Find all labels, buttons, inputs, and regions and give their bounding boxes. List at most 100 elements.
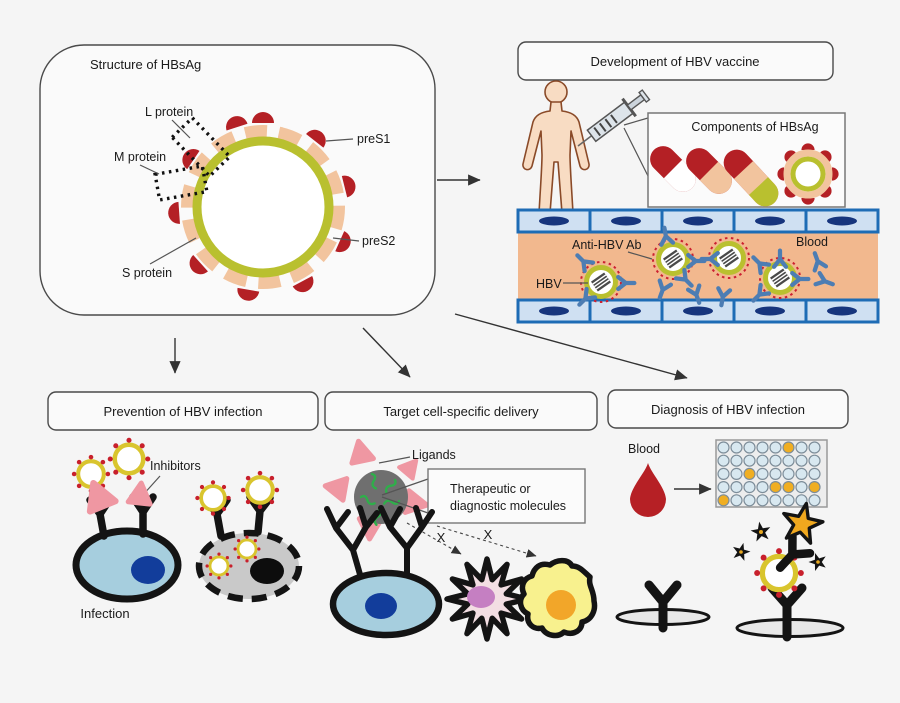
well bbox=[782, 481, 795, 494]
detection-antibody bbox=[775, 532, 815, 572]
blocked-x-1: X bbox=[437, 530, 446, 545]
well bbox=[769, 441, 782, 454]
cell-nucleus bbox=[546, 590, 576, 620]
well bbox=[769, 481, 782, 494]
hbsag-particle bbox=[167, 112, 358, 303]
panel-structure-of-hbsag: Structure of HBsAg L protein bbox=[39, 44, 436, 316]
l-protein-pointer bbox=[171, 119, 191, 139]
well bbox=[756, 481, 769, 494]
well bbox=[808, 494, 821, 507]
positive-capture-assay bbox=[730, 497, 845, 642]
well bbox=[743, 454, 756, 467]
l-protein-label: L protein bbox=[145, 105, 193, 119]
panel-target-cell-specific-delivery: Target cell-specific delivery Ligands Th… bbox=[323, 391, 598, 642]
well bbox=[743, 467, 756, 480]
anti-hbv-pointer bbox=[627, 251, 653, 260]
ligands-pointer bbox=[378, 456, 411, 464]
well bbox=[730, 441, 743, 454]
blocked-arrow-2 bbox=[436, 525, 537, 558]
inhibitor-triangle bbox=[128, 482, 152, 504]
arrow-to-diagnosis bbox=[454, 313, 688, 381]
panel-prevention-of-hbv-infection: Prevention of HBV infection Inhibitors I… bbox=[47, 391, 319, 621]
blood-vessel: Anti-HBV Ab HBV Blood bbox=[516, 208, 880, 324]
branched-receptor bbox=[378, 505, 435, 580]
virus-particle-inside bbox=[232, 534, 262, 564]
diagnosis-title-box bbox=[607, 389, 849, 429]
nanoparticle bbox=[323, 439, 428, 539]
blood-drop-icon bbox=[630, 463, 666, 517]
blood-label: Blood bbox=[796, 235, 828, 249]
molecules-frame bbox=[427, 468, 586, 524]
well bbox=[730, 494, 743, 507]
pres1-label: preS1 bbox=[357, 132, 390, 146]
components-of-hbsag-box: Components of HBsAg bbox=[647, 112, 846, 208]
delivery-title-box bbox=[324, 391, 598, 431]
vessel-wall-top bbox=[516, 208, 880, 234]
virus-particle-bound bbox=[241, 471, 279, 509]
well bbox=[795, 454, 808, 467]
infection-label: Infection bbox=[80, 606, 129, 621]
diagnosis-title: Diagnosis of HBV infection bbox=[651, 402, 805, 417]
microplate-wells bbox=[717, 441, 821, 507]
cell-nucleus bbox=[250, 558, 284, 584]
cell-nucleus bbox=[131, 556, 165, 584]
molecules-callout-lines bbox=[381, 478, 429, 514]
structure-panel-title: Structure of HBsAg bbox=[90, 57, 201, 72]
pres2-pointer bbox=[332, 237, 360, 242]
ligand-triangle bbox=[323, 475, 347, 500]
well bbox=[795, 494, 808, 507]
m-protein-capsule bbox=[686, 148, 732, 194]
well bbox=[782, 467, 795, 480]
well bbox=[769, 467, 782, 480]
virus-particle bbox=[108, 438, 151, 481]
ligand-triangle bbox=[348, 439, 374, 463]
well bbox=[756, 494, 769, 507]
well bbox=[782, 441, 795, 454]
well bbox=[717, 441, 730, 454]
well bbox=[756, 441, 769, 454]
delivery-title: Target cell-specific delivery bbox=[383, 404, 539, 419]
well bbox=[782, 454, 795, 467]
negative-capture-assay bbox=[615, 580, 711, 633]
well bbox=[782, 494, 795, 507]
molecules-callout-box: Therapeutic or diagnostic molecules bbox=[381, 468, 586, 524]
well bbox=[808, 467, 821, 480]
flow-arrows bbox=[169, 174, 688, 381]
well bbox=[756, 454, 769, 467]
vaccine-title-box bbox=[517, 41, 834, 81]
inhibitors-label: Inhibitors bbox=[150, 459, 201, 473]
assembled-hbsag-particle bbox=[777, 143, 839, 205]
vaccine-title: Development of HBV vaccine bbox=[590, 54, 759, 69]
s-protein-capsule bbox=[650, 146, 696, 192]
s-protein-label: S protein bbox=[122, 266, 172, 280]
well bbox=[730, 481, 743, 494]
well bbox=[795, 441, 808, 454]
panel-development-of-hbv-vaccine: Development of HBV vaccine Components of… bbox=[516, 41, 880, 324]
branched-receptor bbox=[324, 505, 380, 581]
well bbox=[795, 481, 808, 494]
blocked-x-2: X bbox=[484, 527, 493, 542]
anti-hbv-ab-label: Anti-HBV Ab bbox=[572, 238, 642, 252]
microplate bbox=[715, 439, 828, 508]
virus-particle-bound bbox=[193, 478, 233, 518]
well bbox=[743, 441, 756, 454]
well bbox=[808, 441, 821, 454]
panel-diagnosis-of-hbv-infection: Diagnosis of HBV infection Blood bbox=[607, 389, 849, 642]
human-body bbox=[522, 101, 590, 214]
well bbox=[769, 454, 782, 467]
pres1-pointer bbox=[325, 138, 354, 142]
syringe-callout-lines bbox=[623, 117, 649, 177]
well bbox=[717, 494, 730, 507]
hbv-label: HBV bbox=[536, 277, 562, 291]
pres2-label: preS2 bbox=[362, 234, 395, 248]
syringe-icon bbox=[577, 89, 651, 147]
well bbox=[756, 467, 769, 480]
arrow-to-delivery bbox=[362, 327, 411, 378]
target-hepatocyte bbox=[324, 505, 443, 639]
signal-stars-small bbox=[730, 519, 829, 573]
non-target-blob-cell bbox=[517, 557, 598, 639]
well bbox=[795, 467, 808, 480]
well bbox=[730, 454, 743, 467]
